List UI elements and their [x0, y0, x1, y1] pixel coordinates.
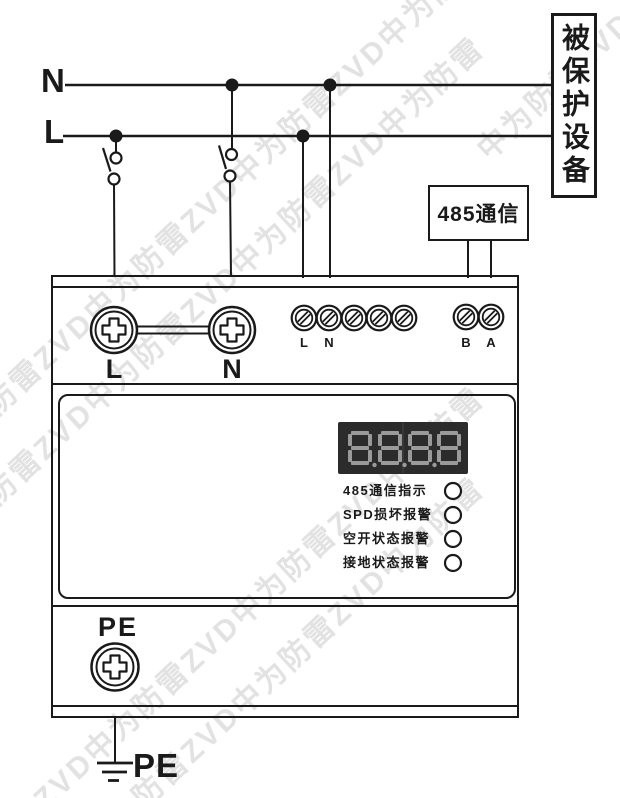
- screw-terminal-l: [89, 305, 139, 355]
- live-line-label: L: [44, 113, 65, 150]
- device-front-panel: [58, 394, 516, 599]
- ground-pe-label: PE: [133, 747, 180, 784]
- junction-dot: [296, 129, 310, 143]
- seven-segment-display: [338, 422, 468, 474]
- indicator-label-ground: 接地状态报警: [343, 555, 431, 570]
- indicator-label-spd: SPD损坏报警: [343, 507, 433, 522]
- terminal-n-label: N: [222, 354, 242, 384]
- led-breaker: [443, 529, 463, 549]
- neutral-line-label: N: [41, 62, 65, 99]
- device-body: [51, 275, 519, 718]
- led-485: [443, 481, 463, 501]
- device-bottom-band-line: [53, 705, 517, 707]
- small-terminal: [340, 304, 368, 332]
- terminal-link-bar: [137, 325, 209, 335]
- device-divider-bottom: [53, 605, 517, 607]
- junction-dot: [323, 78, 337, 92]
- breaker-switch: [217, 89, 239, 278]
- small-terminal: [390, 304, 418, 332]
- protected-equipment-label: 被保护设备: [559, 23, 590, 188]
- terminal-b-label: B: [461, 335, 471, 350]
- small-terminal-l: [290, 304, 318, 332]
- protected-equipment-box: 被保护设备: [551, 13, 597, 198]
- breaker-switch: [101, 140, 123, 278]
- pe-terminal-label: PE: [98, 612, 139, 642]
- device-top-band-line: [53, 286, 517, 288]
- earth-ground-symbol: [97, 718, 133, 782]
- junction-dot: [109, 129, 123, 143]
- small-terminal-n: [315, 304, 343, 332]
- device-divider-top: [53, 383, 517, 385]
- rs485-comm-label: 485通信: [437, 203, 520, 226]
- small-terminal-row: [290, 304, 418, 332]
- display-digits: [348, 423, 461, 473]
- rs485-comm-box: 485通信: [428, 185, 529, 241]
- led-spd: [443, 505, 463, 525]
- screw-terminal-n: [207, 305, 257, 355]
- indicator-leds: [443, 481, 463, 573]
- indicator-label-breaker: 空开状态报警: [343, 531, 431, 546]
- junction-dot: [225, 78, 239, 92]
- rs485-terminal-row: [452, 303, 505, 331]
- terminal-a: [477, 303, 505, 331]
- led-ground: [443, 553, 463, 573]
- terminal-a-label: A: [486, 335, 496, 350]
- indicator-label-485: 485通信指示: [343, 483, 428, 498]
- screw-terminal-pe: [90, 642, 140, 692]
- small-terminal-n-label: N: [324, 335, 334, 350]
- terminal-l-label: L: [105, 354, 123, 384]
- small-terminal-l-label: L: [300, 335, 308, 350]
